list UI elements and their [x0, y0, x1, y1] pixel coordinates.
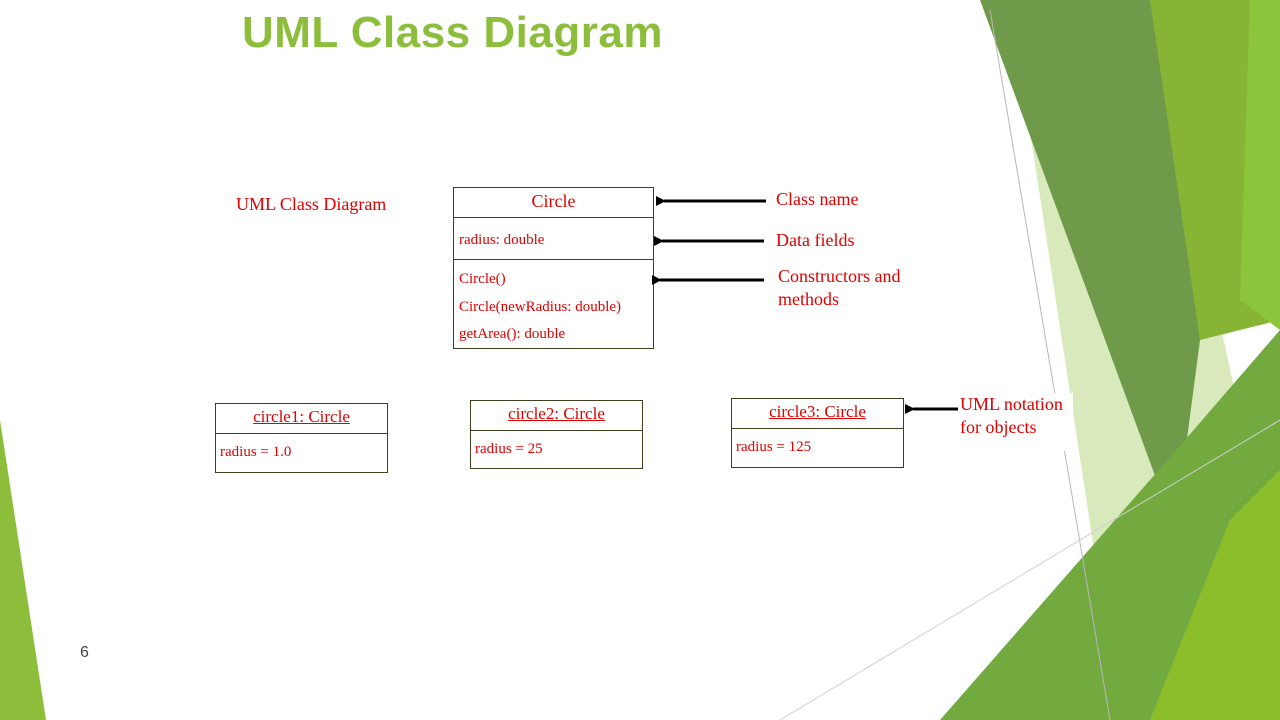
class-box: Circle radius: double Circle() Circle(ne…	[453, 187, 654, 349]
annotation-class-name: Class name	[776, 189, 859, 209]
slide-title: UML Class Diagram	[242, 8, 663, 57]
deco-left-triangle	[0, 420, 46, 720]
diagram-label: UML Class Diagram	[236, 194, 387, 214]
object-field: radius = 25	[475, 441, 543, 457]
class-field: radius: double	[459, 232, 545, 248]
deco-lower-bright	[1150, 470, 1280, 720]
annotation-constructors-line1: Constructors and	[778, 266, 901, 286]
object-name: circle2: Circle	[471, 401, 642, 431]
object-name: circle1: Circle	[216, 404, 387, 434]
class-methods: Circle() Circle(newRadius: double) getAr…	[454, 260, 653, 351]
object-box-circle1: circle1: Circle radius = 1.0	[215, 403, 388, 473]
object-field: radius = 1.0	[220, 444, 292, 460]
object-name: circle3: Circle	[732, 399, 903, 429]
deco-bright-right	[1240, 0, 1280, 330]
annotation-constructors: Constructors and methods	[778, 265, 900, 311]
deco-thin-line-a	[989, 9, 1111, 720]
object-box-circle2: circle2: Circle radius = 25	[470, 400, 643, 469]
class-fields: radius: double	[454, 218, 653, 260]
slide-number: 6	[80, 644, 89, 661]
annotation-objects: UML notation for objects	[957, 393, 1073, 451]
object-field: radius = 125	[736, 439, 812, 455]
class-method: Circle(newRadius: double)	[459, 298, 622, 315]
deco-thin-line-b	[779, 419, 1280, 720]
annotation-objects-line1: UML notation	[960, 394, 1063, 414]
class-name: Circle	[454, 188, 653, 218]
object-box-circle3: circle3: Circle radius = 125	[731, 398, 904, 468]
deco-dark-band	[980, 0, 1200, 530]
annotation-objects-line2: for objects	[960, 417, 1037, 437]
class-method: getArea(): double	[459, 326, 566, 342]
class-method: Circle()	[459, 271, 506, 287]
annotation-constructors-line2: methods	[778, 289, 839, 309]
annotation-data-fields: Data fields	[776, 230, 855, 250]
